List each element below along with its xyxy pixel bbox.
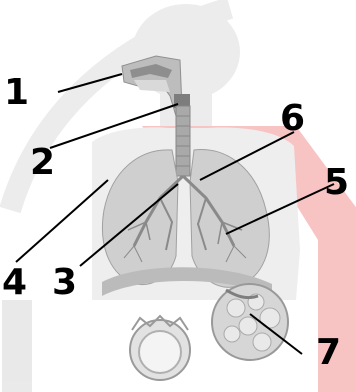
label-6: 6	[280, 98, 305, 139]
label-3: 3	[52, 262, 77, 303]
alveolus-cross-section	[130, 316, 190, 380]
label-2: 2	[30, 142, 55, 183]
label-7: 7	[316, 332, 341, 373]
nasal-cavity	[122, 56, 182, 116]
label-5: 5	[324, 162, 349, 203]
label-4: 4	[2, 262, 27, 303]
alveoli-cluster	[212, 284, 288, 360]
trachea	[176, 106, 190, 176]
label-1: 1	[4, 72, 29, 113]
